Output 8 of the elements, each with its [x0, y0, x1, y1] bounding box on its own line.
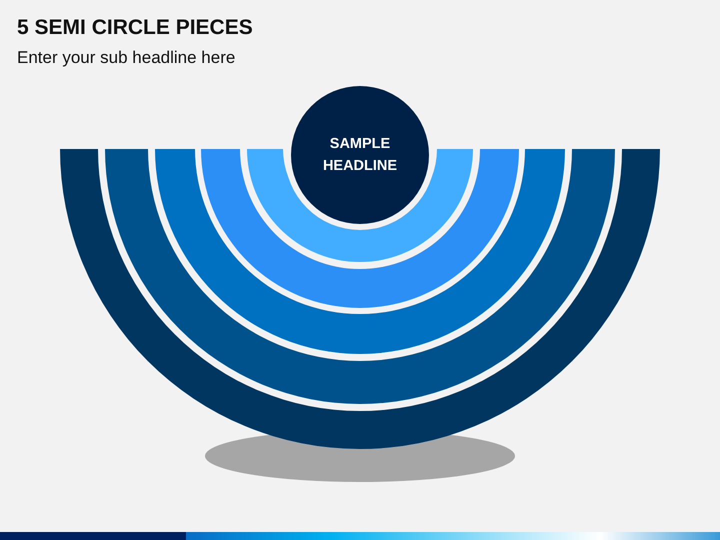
- headline-text: SAMPLE HEADLINE: [322, 135, 398, 176]
- subtitle: Enter your sub headline here: [17, 48, 236, 68]
- semicircle-band: [60, 149, 660, 449]
- semicircle-band: [105, 149, 615, 404]
- title: 5 SEMI CIRCLE PIECES: [17, 15, 253, 40]
- semicircle-band: [201, 149, 519, 308]
- semicircle-band: [155, 149, 565, 354]
- semicircle-band: [247, 149, 473, 262]
